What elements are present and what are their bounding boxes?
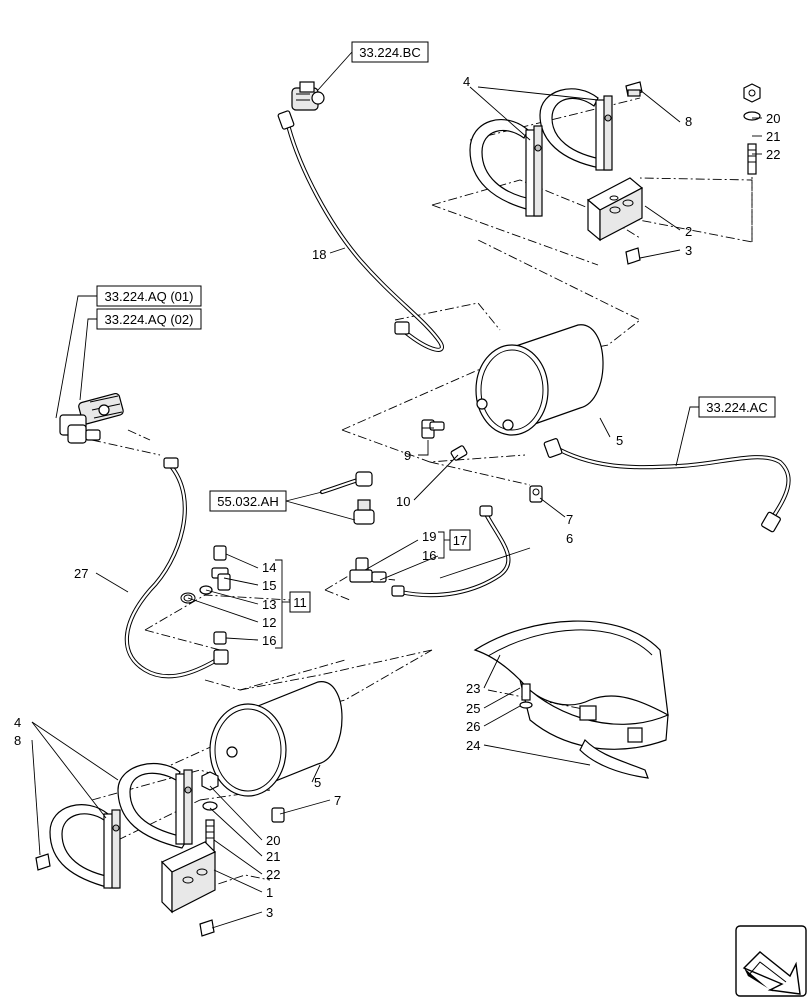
leader-ref-bc	[317, 51, 353, 91]
ref-label-55-032-ah: 55.032.AH	[217, 494, 278, 509]
ref-label-33-224-ac: 33.224.AC	[706, 400, 767, 415]
hose-6	[391, 505, 511, 598]
leader-switch-2	[285, 500, 356, 521]
callout-12: 12	[262, 615, 276, 630]
next-page-arrow-icon[interactable]	[735, 925, 807, 997]
callout-8-top: 8	[685, 114, 692, 129]
callout-14: 14	[262, 560, 276, 575]
bolt-8-top	[625, 81, 643, 97]
leader-switch-1	[285, 491, 323, 502]
callout-24: 24	[466, 738, 480, 753]
stud-assembly-bottom	[201, 771, 219, 853]
fitting-10	[450, 445, 468, 461]
callout-leaders	[31, 86, 762, 929]
callout-19: 19	[422, 529, 436, 544]
callout-18: 18	[312, 247, 326, 262]
callout-22-top: 22	[766, 147, 780, 162]
ref-box-33-224-aq-01[interactable]: 33.224.AQ (01)	[96, 285, 202, 307]
hose-27	[124, 457, 229, 679]
callout-5-top: 5	[616, 433, 623, 448]
callout-3-top: 3	[685, 243, 692, 258]
callout-25: 25	[466, 701, 480, 716]
hose-18	[277, 110, 444, 352]
valve-assembly-left	[59, 392, 124, 444]
ref-box-33-224-bc[interactable]: 33.224.BC	[351, 41, 429, 63]
callout-22-bottom: 22	[266, 867, 280, 882]
ref-label-33-224-aq-02: 33.224.AQ (02)	[105, 312, 194, 327]
support-plate-top	[586, 177, 644, 242]
callout-16-kit17: 16	[422, 548, 436, 563]
leader-ref-aq-02	[79, 318, 97, 401]
ref-box-kit-11[interactable]: 11	[289, 591, 311, 613]
callout-5-bottom: 5	[314, 775, 321, 790]
callout-6: 6	[566, 531, 573, 546]
callout-3-bottom: 3	[266, 905, 273, 920]
bracket-pair-bottom	[49, 763, 193, 889]
stud-assembly-top	[743, 83, 761, 175]
elbow-9	[421, 419, 445, 439]
valve-top	[291, 81, 325, 111]
callout-20-bottom: 20	[266, 833, 280, 848]
bracket-kit-17	[438, 531, 445, 559]
bolt-3-top	[625, 247, 641, 265]
callout-23: 23	[466, 681, 480, 696]
fender-guard	[473, 620, 669, 779]
ref-box-33-224-aq-02[interactable]: 33.224.AQ (02)	[96, 308, 202, 330]
air-tank-bottom	[209, 681, 343, 797]
callout-16-kit11: 16	[262, 633, 276, 648]
callout-8-bottom: 8	[14, 733, 21, 748]
callout-4-bottom: 4	[14, 715, 21, 730]
ref-label-33-224-bc: 33.224.BC	[359, 45, 420, 60]
bracket-kit-11	[275, 559, 283, 649]
ref-box-33-224-ac[interactable]: 33.224.AC	[698, 396, 776, 418]
callout-13: 13	[262, 597, 276, 612]
callout-26: 26	[466, 719, 480, 734]
leader-ref-aq-01	[55, 295, 97, 419]
pressure-switch	[319, 471, 375, 525]
callout-21-bottom: 21	[266, 849, 280, 864]
air-tank-top	[475, 324, 604, 436]
callout-4-top: 4	[463, 74, 470, 89]
bracket-pair-top	[469, 88, 613, 217]
bolt-3-bottom	[199, 919, 215, 937]
ref-box-55-032-ah[interactable]: 55.032.AH	[209, 490, 287, 512]
callout-20-top: 20	[766, 111, 780, 126]
support-plate-bottom	[160, 841, 217, 914]
bolt-8-bottom	[35, 853, 51, 871]
callout-21-top: 21	[766, 129, 780, 144]
callout-10: 10	[396, 494, 410, 509]
callout-27: 27	[74, 566, 88, 581]
callout-2: 2	[685, 224, 692, 239]
callout-7-top: 7	[566, 512, 573, 527]
ref-label-kit-17: 17	[453, 533, 467, 548]
drain-valve-bottom	[271, 807, 285, 823]
drain-valve-top	[529, 485, 543, 503]
ref-box-kit-17[interactable]: 17	[449, 529, 471, 551]
leader-ref-ac	[675, 406, 699, 467]
callout-9: 9	[404, 448, 411, 463]
ref-label-33-224-aq-01: 33.224.AQ (01)	[105, 289, 194, 304]
tee-fitting	[349, 557, 387, 583]
callout-7-bottom: 7	[334, 793, 341, 808]
hose-right	[543, 438, 791, 533]
callout-1: 1	[266, 885, 273, 900]
callout-15: 15	[262, 578, 276, 593]
ref-label-kit-11: 11	[293, 595, 307, 610]
